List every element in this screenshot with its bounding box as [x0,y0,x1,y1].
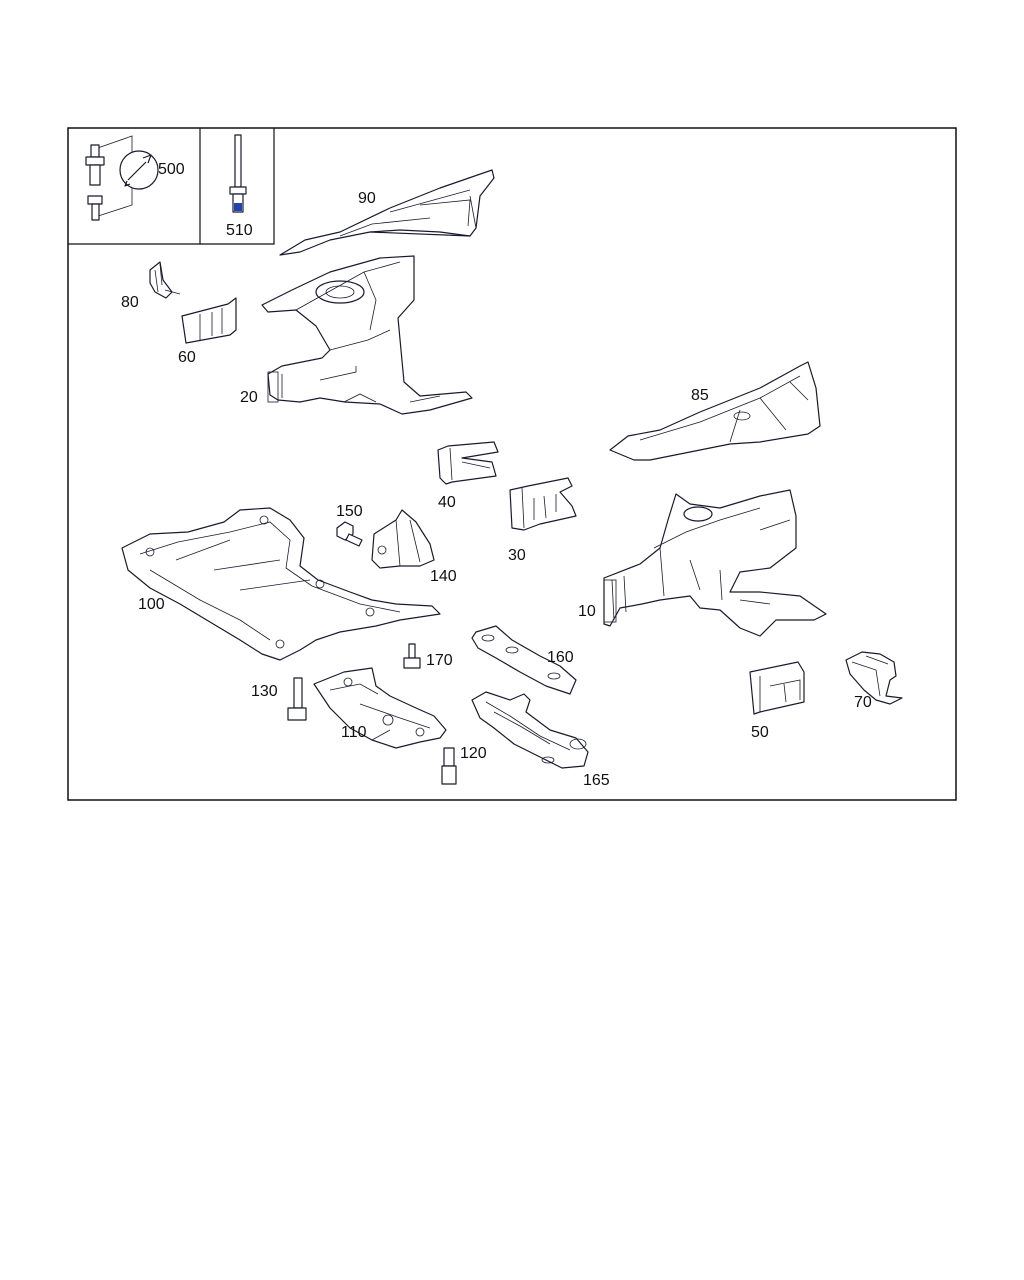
part-60-panel [181,297,237,344]
label-85: 85 [691,387,709,404]
label-50: 50 [751,724,769,741]
part-110-lower-plate [313,667,447,749]
part-10-wheelhouse-right [603,489,827,637]
part-80-bracket [149,261,181,299]
part-160-plate [471,625,577,695]
label-110: 110 [341,724,367,741]
label-100: 100 [138,596,165,613]
label-90: 90 [358,190,376,207]
part-40-bracket [437,441,499,485]
label-60: 60 [178,349,196,366]
label-150: 150 [336,503,363,520]
part-20-wheelhouse-left [261,255,473,415]
label-510: 510 [226,222,253,239]
label-160: 160 [547,649,574,666]
part-170-bolt [403,643,421,669]
part-70-bracket [845,651,903,705]
label-40: 40 [438,494,456,511]
part-120-bolt [441,747,457,785]
part-500-fasteners [85,135,159,221]
part-130-bolt [287,677,307,721]
diagram-frame [67,127,957,801]
part-510-bolt [229,134,247,213]
label-30: 30 [508,547,526,564]
inset-box-510 [200,128,275,245]
label-500: 500 [158,161,185,178]
label-165: 165 [583,772,610,789]
label-120: 120 [460,745,487,762]
part-150-bolt [336,521,363,547]
part-165-cross-member [471,691,589,769]
part-30-bracket [509,477,577,531]
part-85-upper-rail-right [609,361,821,461]
label-80: 80 [121,294,139,311]
label-20: 20 [240,389,258,406]
label-70: 70 [854,694,872,711]
part-90-upper-rail [279,169,495,256]
label-170: 170 [426,652,453,669]
label-140: 140 [430,568,457,585]
label-10: 10 [578,603,596,620]
part-50-panel [749,661,805,715]
part-140-mount [371,509,435,569]
part-100-subframe [121,507,441,661]
label-130: 130 [251,683,278,700]
